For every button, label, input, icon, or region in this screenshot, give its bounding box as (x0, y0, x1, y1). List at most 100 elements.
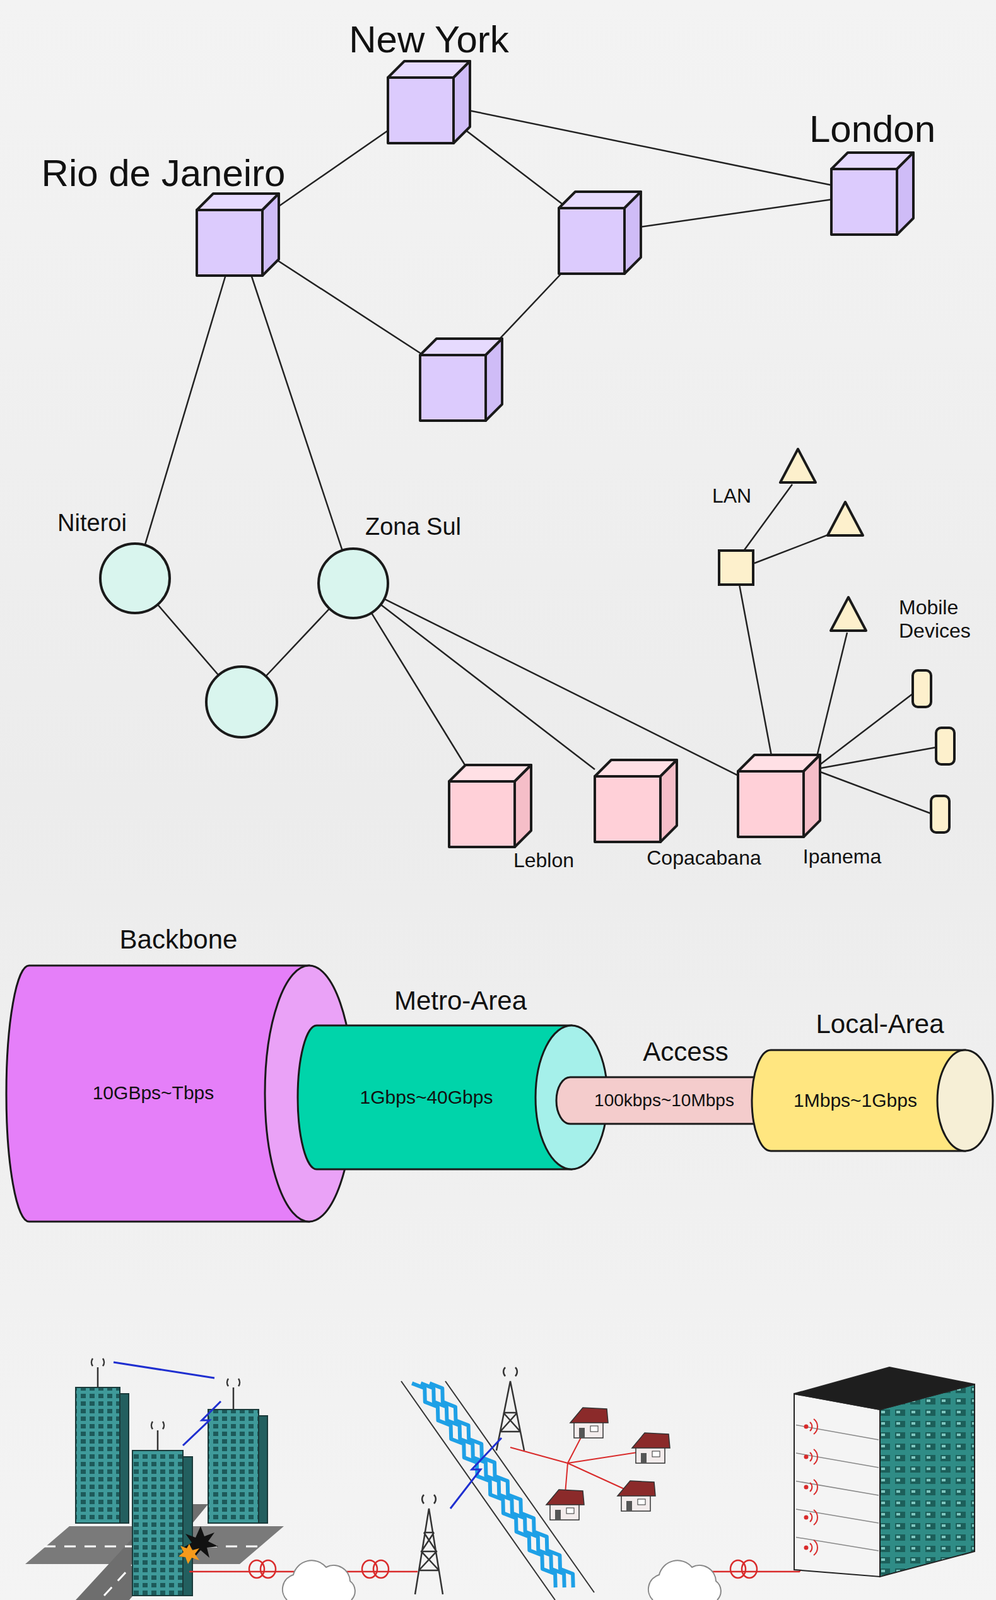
access-links (813, 693, 913, 770)
router-cube (558, 191, 641, 274)
network-link (251, 275, 343, 551)
house (555, 1510, 561, 1521)
access-links (744, 484, 793, 551)
node-label: Rio de Janeiro (41, 151, 286, 195)
node-outline (594, 760, 677, 843)
client-triangle (780, 449, 867, 631)
node-outline (751, 1050, 966, 1152)
antenna (97, 1367, 100, 1388)
speed-label: 100kbps~10Mbps (594, 1090, 735, 1111)
house (570, 1407, 609, 1424)
node-outline (803, 755, 821, 838)
house (546, 1489, 585, 1506)
radio-link (113, 1362, 215, 1379)
house (637, 1499, 646, 1506)
access-links (754, 533, 832, 564)
antenna (157, 1430, 159, 1451)
client-triangle (830, 597, 867, 631)
node-outline (738, 755, 821, 838)
node-outline (6, 965, 310, 1222)
antenna (151, 1421, 165, 1430)
river-water (411, 1383, 574, 1588)
node-label: Access (642, 1037, 728, 1068)
router-cube: New York (387, 61, 470, 144)
node-outline (453, 61, 470, 144)
radio-link (182, 1401, 221, 1446)
node-outline (937, 1050, 993, 1152)
river-wave (411, 1383, 556, 1588)
router-cube (485, 338, 503, 421)
node-outline (100, 543, 170, 614)
network-link (739, 585, 771, 756)
wifi-icon (809, 1510, 818, 1526)
house (617, 1481, 656, 1497)
node-outline (387, 61, 470, 144)
speed-label: 10GBps~Tbps (92, 1082, 215, 1105)
node-label: Niteroi (57, 509, 127, 538)
antenna (227, 1378, 240, 1387)
client-triangle (780, 449, 816, 483)
router-cube: Ipanema (738, 755, 821, 838)
network-link (371, 613, 465, 766)
network-link (278, 130, 388, 207)
house (626, 1501, 633, 1512)
office-building (794, 1394, 880, 1577)
explosion (178, 1544, 200, 1565)
router-cube: Copacabana (594, 760, 677, 843)
network-link (384, 599, 739, 776)
node-outline (556, 1077, 767, 1125)
router-cube (420, 338, 503, 421)
access-links (813, 769, 932, 814)
antenna (91, 1358, 240, 1451)
lan-switch: LAN (717, 549, 755, 586)
node-outline (660, 760, 677, 843)
skyscraper (208, 1409, 259, 1524)
node-outline (99, 542, 171, 615)
skyscraper (258, 1416, 268, 1524)
backbone-links (237, 102, 873, 380)
house (640, 1453, 647, 1464)
mobile-device (936, 727, 955, 765)
house (590, 1426, 598, 1432)
floor-line (796, 1537, 879, 1552)
metro-node (206, 666, 277, 738)
house (566, 1508, 575, 1514)
node-outline (514, 765, 532, 848)
cloud (282, 1560, 356, 1600)
node-label: London (809, 107, 936, 151)
node-outline (717, 549, 755, 586)
explosion (178, 1526, 219, 1565)
node-outline (317, 547, 390, 620)
router-cube: London (831, 152, 914, 235)
floor-line (796, 1509, 879, 1524)
node-label: Metro-Area (394, 985, 527, 1017)
house (621, 1494, 651, 1512)
river-bank (445, 1381, 595, 1593)
fiber-line (373, 1560, 389, 1579)
node-outline (719, 550, 754, 585)
network-pipe: Access100kbps~10Mbps (555, 1076, 781, 1126)
fiber-line (189, 1419, 800, 1579)
wifi-icon (809, 1540, 818, 1556)
node-label: LAN (712, 484, 752, 508)
node-label: New York (348, 17, 509, 62)
radio-link (450, 1438, 502, 1509)
house (635, 1447, 665, 1464)
wifi-icon (804, 1486, 809, 1490)
node-outline (896, 152, 914, 235)
wifi-icon (804, 1419, 819, 1556)
network-link (469, 110, 832, 185)
house (632, 1433, 670, 1449)
fiber-line (260, 1560, 276, 1579)
router-cube: Leblon (449, 765, 532, 848)
router-cube (624, 191, 641, 274)
node-label: Local-Area (815, 1009, 944, 1040)
access-links (813, 632, 848, 770)
node-outline (831, 169, 897, 235)
network-link (145, 275, 226, 545)
wifi-icon (809, 1419, 818, 1435)
floor-line (796, 1425, 879, 1552)
wifi-icon (804, 1516, 809, 1520)
router-cube: Rio de Janeiro (196, 193, 279, 276)
